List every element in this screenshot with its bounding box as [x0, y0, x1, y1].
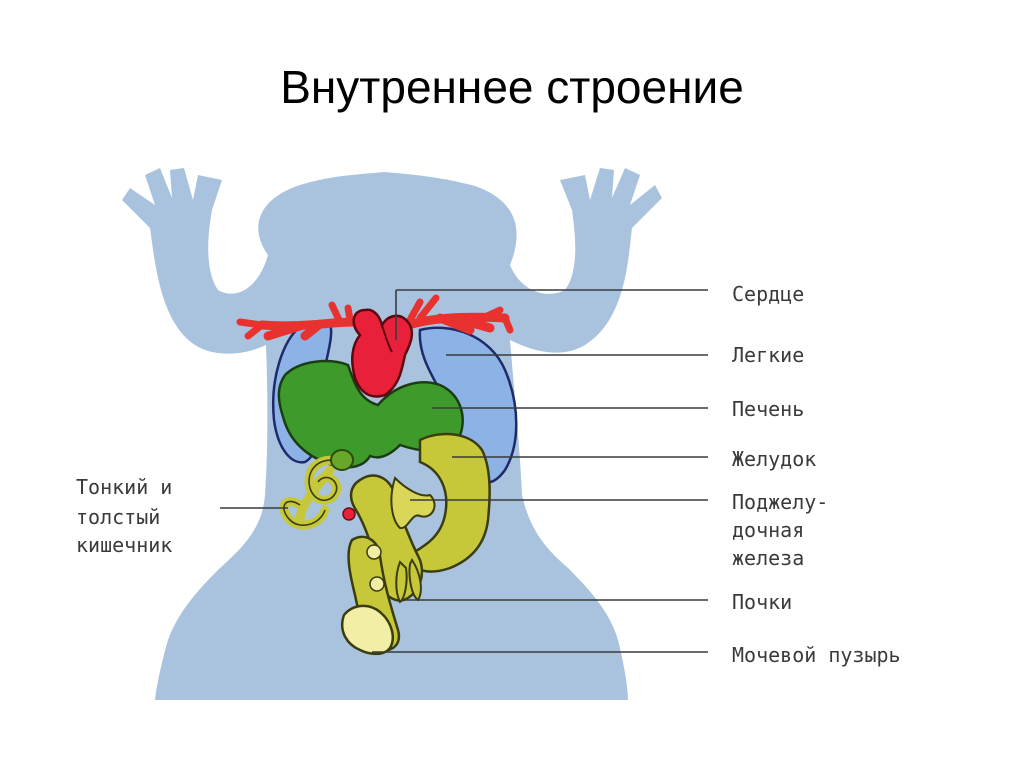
- leader-lines: [220, 289, 708, 653]
- stomach-label: Желудок: [732, 447, 817, 471]
- pancreas: [390, 476, 436, 530]
- bladder-label: Мочевой пузырь: [732, 643, 901, 667]
- small-intestine-outline: [283, 459, 341, 526]
- intestine-label-line-2: толстый: [76, 505, 161, 529]
- liver-label: Печень: [732, 397, 805, 421]
- fat-body-1: [366, 544, 382, 560]
- bladder-shape: [341, 604, 394, 656]
- kidneys-label: Почки: [732, 590, 793, 614]
- kidneys-shape: [366, 544, 422, 604]
- left-branch: [236, 318, 266, 340]
- pancreas-shape: [390, 476, 436, 530]
- urinary-bladder: [341, 604, 394, 656]
- conus-arteriosus: [381, 324, 393, 353]
- blood-vessels: [236, 294, 514, 341]
- heart-label: Сердце: [732, 282, 805, 306]
- stomach: [406, 432, 491, 573]
- gallbladder: [330, 449, 354, 471]
- pancreas-label-line-3: железа: [732, 546, 805, 570]
- digestive-tract: [279, 432, 491, 652]
- heart: [351, 308, 414, 398]
- left-kidney: [395, 560, 408, 604]
- intestine-label-line-3: кишечник: [76, 533, 173, 557]
- intestine-label-line-1: Тонкий и: [76, 475, 173, 499]
- pancreas-label-line-2: дочная: [732, 518, 805, 542]
- pancreas-label-line-1: Поджелу-: [732, 490, 829, 514]
- upper-left-branch: [328, 301, 354, 326]
- heart-shape: [351, 308, 414, 398]
- spleen: [342, 507, 356, 521]
- fat-body-2: [369, 576, 385, 592]
- slide-title: Внутреннее строение: [280, 61, 744, 113]
- right-branch: [406, 294, 514, 334]
- lungs-label: Легкие: [732, 343, 805, 367]
